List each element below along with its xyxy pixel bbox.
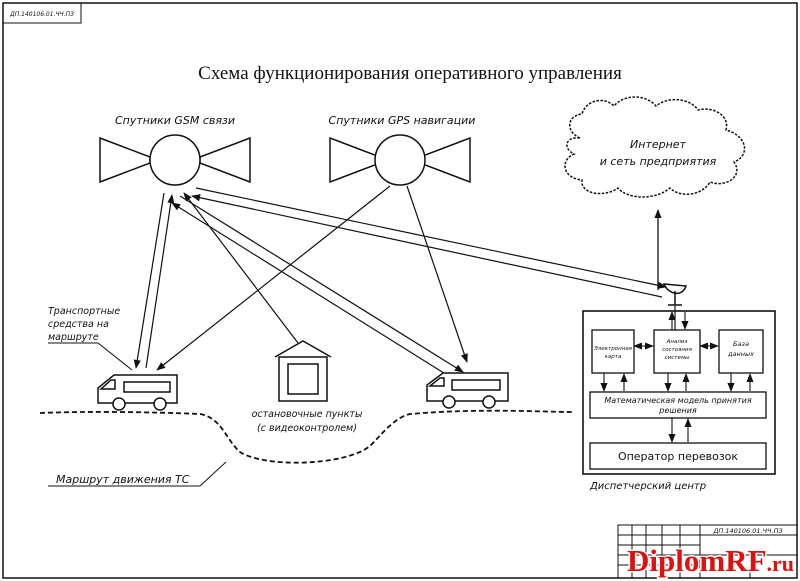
route-label: Маршрут движения ТС — [56, 473, 190, 486]
stamp-code: ДП.140106.01.ЧЧ.ПЗ — [9, 11, 74, 18]
page-title: Схема функционирования оперативного упра… — [198, 63, 622, 84]
svg-text:DiplomRF.ru: DiplomRF.ru — [627, 543, 794, 578]
math-model-box — [589, 391, 767, 419]
cloud-label-line1: Интернет — [630, 138, 687, 151]
route-path — [39, 409, 573, 464]
vehicles-label-line1: Транспортные — [48, 306, 120, 317]
title-block-code: ДП.140106.01.ЧЧ.ПЗ — [712, 527, 782, 535]
vehicles-label-line3: маршруте — [48, 332, 99, 343]
system-analysis-box — [653, 329, 701, 374]
math-model-label-line1: Математическая модель принятия — [604, 396, 751, 405]
site-watermark: DiplomRF.ru — [626, 542, 796, 580]
dispatch-center-caption: Диспетчерский центр — [589, 481, 706, 492]
electronic-map-box — [591, 329, 635, 374]
operator-label: Оператор перевозок — [618, 450, 738, 463]
title-block — [617, 524, 798, 579]
cloud-label-line2: и сеть предприятия — [600, 155, 717, 168]
system-analysis-label-line2: состояния — [662, 347, 692, 353]
dispatch-center — [582, 306, 776, 475]
satellite-dish-icon — [662, 283, 688, 306]
stops-label-line1: остановочные пункты — [252, 409, 363, 420]
route-leader-line — [199, 461, 227, 487]
bus-right-icon — [426, 372, 509, 409]
electronic-map-label-line2: карта — [605, 354, 622, 360]
operator-box — [589, 442, 767, 470]
gps-satellites-label: Спутники GPS навигации — [329, 114, 476, 127]
stamp-box — [2, 2, 82, 24]
database-label-line2: данных — [727, 350, 754, 358]
communication-links — [133, 185, 667, 381]
electronic-map-label-line1: Электронная — [593, 346, 633, 352]
database-label-line1: База — [733, 340, 749, 348]
watermark-part1: Diplom — [627, 543, 725, 578]
gps-satellite-icon — [329, 134, 471, 186]
vehicles-leader-line — [97, 342, 133, 371]
cloud-icon — [564, 96, 746, 198]
system-analysis-label-line3: системы — [665, 355, 690, 361]
system-analysis-label-line1: Анализ — [666, 339, 688, 345]
gsm-satellite-icon — [99, 134, 251, 186]
bus-stop-icon — [274, 340, 332, 402]
vehicles-label-line2: средства на — [48, 319, 109, 330]
database-box — [718, 329, 764, 374]
gsm-satellites-label: Спутники GSM связи — [115, 114, 235, 127]
watermark-part2: RF — [725, 543, 766, 578]
bus-left-icon — [97, 374, 178, 411]
stops-label-line2: (с видеоконтролем) — [257, 423, 357, 434]
watermark-part3: .ru — [767, 551, 795, 576]
math-model-label-line2: решения — [658, 406, 697, 415]
